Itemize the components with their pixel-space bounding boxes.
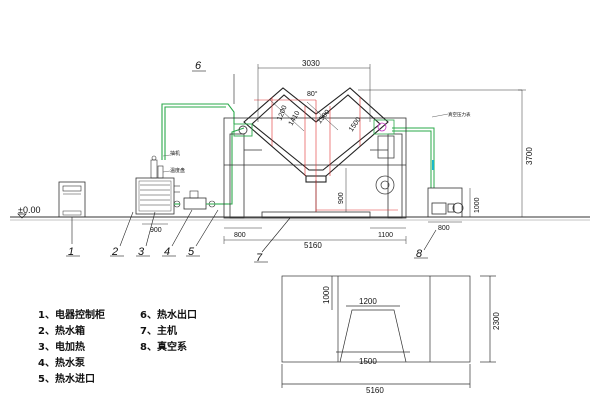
hot-water-tank <box>135 155 180 215</box>
legend-item-1: 1、电器控制柜 <box>38 310 105 321</box>
dim-800-right: 800 <box>438 225 450 232</box>
dim-height-3700: 3700 <box>525 147 534 165</box>
vacuum-pump <box>427 187 464 218</box>
callout-3: 3 <box>138 246 145 258</box>
callout-8: 8 <box>416 248 423 260</box>
plan-dim-1200: 1200 <box>359 297 377 306</box>
right-note-label: 真空压力表 <box>448 111 471 118</box>
upper-mark-label: 抽机 <box>170 150 180 157</box>
right-note-leader <box>431 113 449 118</box>
legend-item-4: 4、热水泵 <box>38 358 85 369</box>
hot-water-pump <box>173 190 216 210</box>
legend-item-2: 2、热水箱 <box>38 326 85 337</box>
left-bearing <box>233 123 253 137</box>
hot-water-piping <box>161 103 245 205</box>
callout-4: 4 <box>164 246 170 258</box>
level-mark <box>17 213 27 219</box>
right-drive-motor <box>373 119 395 195</box>
lower-mark-label: 温度盘 <box>170 167 185 174</box>
callout-7: 7 <box>256 252 263 264</box>
dim-1000-right: 1000 <box>474 197 481 213</box>
section-lines <box>254 97 398 212</box>
dim-900-mid: 900 <box>338 192 345 204</box>
legend-item-8: 8、真空系 <box>140 342 187 353</box>
plan-view <box>281 275 496 388</box>
lower-mark-leader <box>162 170 171 173</box>
dim-total-5160: 5160 <box>304 241 322 250</box>
control-cabinet <box>58 181 86 218</box>
callout-1: 1 <box>68 246 74 258</box>
vacuum-piping <box>392 127 435 188</box>
main-frame <box>223 117 407 219</box>
dim-top-width: 3030 <box>302 59 320 68</box>
legend-item-7: 7、主机 <box>140 326 177 337</box>
dim-1100: 1100 <box>378 232 393 239</box>
callout-6: 6 <box>195 60 202 72</box>
callout-2: 2 <box>111 246 118 258</box>
level-label: ±0.00 <box>18 205 40 215</box>
plan-dim-5160: 5160 <box>366 386 384 395</box>
dim-1500-right: 1500 <box>348 116 363 133</box>
plan-dim-2300: 2300 <box>492 312 501 330</box>
upper-mark-leader <box>162 154 171 157</box>
legend-item-5: 5、热水进口 <box>38 374 95 385</box>
dim-1410: 1410 <box>288 110 302 127</box>
plan-dim-1000: 1000 <box>322 286 331 304</box>
dim-800-left: 800 <box>234 232 246 239</box>
callout-leaders <box>66 70 437 263</box>
legend-item-3: 3、电加热 <box>38 342 85 353</box>
plan-dim-1500: 1500 <box>359 357 377 366</box>
elevation-dimensions <box>142 64 526 244</box>
callout-5: 5 <box>188 246 195 258</box>
dim-angle: 80° <box>307 90 318 98</box>
legend-item-6: 6、热水出口 <box>140 310 197 321</box>
dim-900-left: 900 <box>150 227 162 234</box>
